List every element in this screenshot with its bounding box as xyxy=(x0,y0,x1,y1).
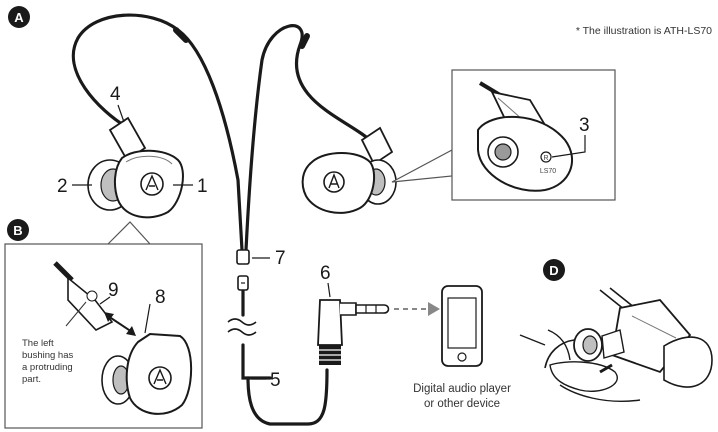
cable-sheath xyxy=(176,30,307,46)
digital-audio-player xyxy=(442,286,482,366)
illustration-note: * The illustration is ATH-LS70 xyxy=(576,25,712,37)
badge-a: A xyxy=(8,6,30,28)
left-earpiece xyxy=(88,118,183,217)
badge-d: D xyxy=(543,259,565,281)
detail-pointer xyxy=(392,150,452,182)
stereo-mini-plug xyxy=(318,300,389,365)
badge-b: B xyxy=(7,219,29,241)
callout-6: 6 xyxy=(320,263,331,284)
device-caption-line-1: Digital audio player xyxy=(413,383,511,395)
badge-a-label: A xyxy=(14,10,24,25)
callout-5: 5 xyxy=(270,370,281,391)
callout-3: 3 xyxy=(579,115,590,136)
connection-arrow xyxy=(394,302,440,316)
panel-b-box: The left bushing has a protruding part. xyxy=(5,244,202,428)
panel-b-pointer xyxy=(108,222,150,244)
badge-d-label: D xyxy=(549,263,558,278)
right-earpiece xyxy=(303,128,396,213)
device-caption-line-2: or other device xyxy=(424,398,500,410)
bushing-note-line-1: The left xyxy=(22,338,54,349)
bushing-note-line-4: part. xyxy=(22,374,41,385)
badge-b-label: B xyxy=(13,223,22,238)
panel-d-illustration xyxy=(520,288,712,401)
callout-2: 2 xyxy=(57,176,68,197)
channel-mark: R xyxy=(543,155,548,162)
bushing-note-line-3: a protruding xyxy=(22,362,73,373)
detail-box-channel: R LS70 xyxy=(452,70,615,200)
callout-4: 4 xyxy=(110,84,121,105)
callout-9: 9 xyxy=(108,280,119,301)
callout-8: 8 xyxy=(155,287,166,308)
callout-1: 1 xyxy=(197,176,208,197)
callout-7: 7 xyxy=(275,248,286,269)
cable-break-mark xyxy=(228,319,256,335)
model-label: LS70 xyxy=(540,168,556,175)
bushing-note-line-2: bushing has xyxy=(22,350,73,361)
cable-slider xyxy=(237,250,249,290)
